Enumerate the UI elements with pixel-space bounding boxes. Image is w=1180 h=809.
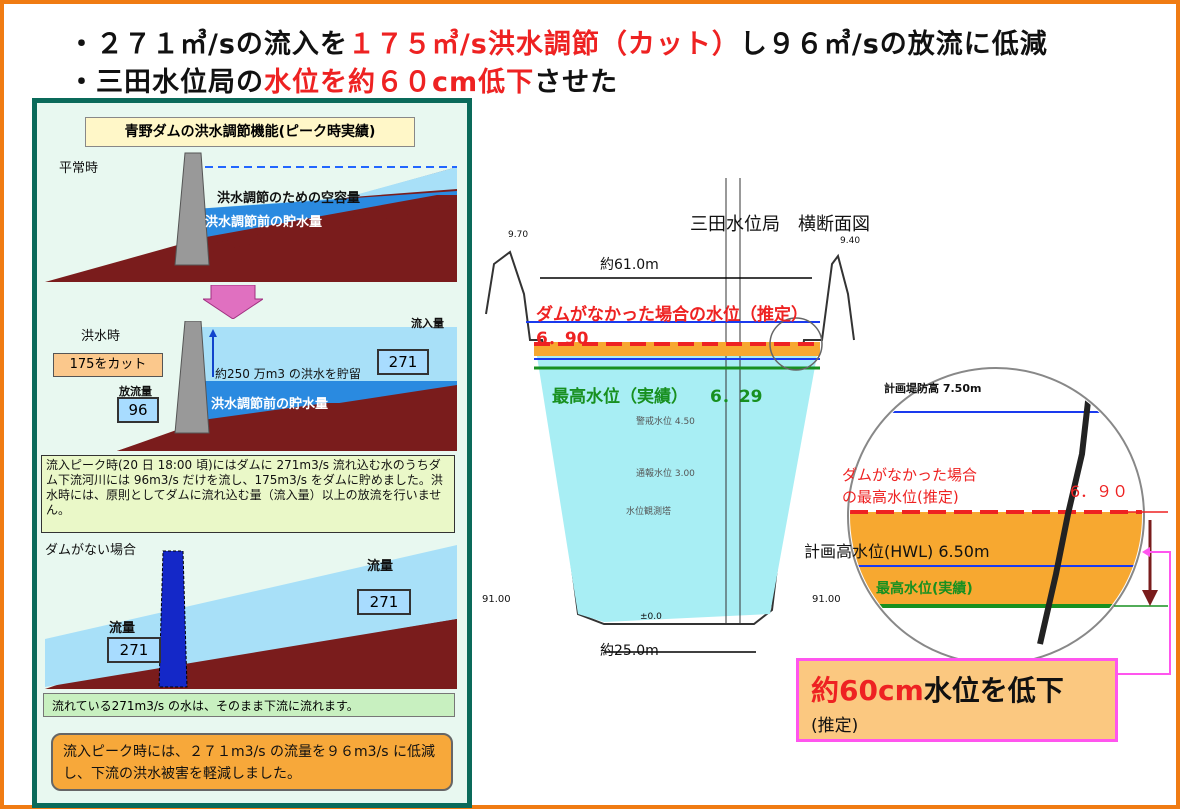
max-level-label: 最高水位（実績） [552, 387, 688, 407]
release-label: 放流量 [119, 385, 152, 398]
flood-dam-wall [174, 321, 210, 434]
no-dam-level-value: 6．90 [536, 329, 589, 349]
header-line-1-red: １７５㎥/s洪水調節（カット） [347, 29, 740, 60]
flood-storage-label: 洪水調節前の貯水量 [211, 397, 329, 412]
header-line-2-red: 水位を約６０cm低下 [264, 67, 535, 98]
ground-left-label: 91.00 [482, 594, 511, 605]
gauge-tower-label: 水位観測塔 [626, 507, 672, 517]
estimate-band [534, 342, 820, 356]
result-callout: 約60cm水位を低下 (推定) [796, 658, 1118, 742]
zoom-no-dam-value: 6．９０ [1070, 482, 1129, 501]
no-dam-label: ダムがない場合 [45, 543, 137, 558]
ground-right-label: 91.00 [812, 594, 841, 605]
flow-label-left: 流量 [109, 621, 136, 636]
transition-arrow-icon [203, 285, 263, 319]
flow-label-right: 流量 [367, 559, 394, 574]
normal-space-label: 洪水調節のための空容量 [217, 191, 361, 206]
zoom-bank-slope [1037, 383, 1093, 645]
normal-time-diagram [45, 152, 457, 282]
zoom-source-circle [769, 317, 823, 371]
callout-main-rest: 水位を低下 [923, 674, 1064, 707]
center-mark: ±0.0 [640, 612, 662, 622]
peak-explanation-text: 流入ピーク時(20 日 18:00 頃)にはダムに 271m3/s 流れ込む水の… [41, 455, 455, 533]
header-line-2-a: ・三田水位局の [68, 67, 264, 98]
flood-store-label: 約250 万m3 の洪水を貯留 [215, 367, 361, 381]
zoom-hwl-label: 計画高水位(HWL) 6.50m [804, 542, 990, 561]
cross-section-title: 三田水位局 横断面図 [690, 214, 870, 235]
zoom-max-label: 最高水位(実績) [876, 581, 973, 597]
header-line-2-b: させた [534, 67, 619, 98]
normal-label: 平常時 [59, 161, 99, 176]
no-dam-ghost-dam [158, 550, 188, 688]
inflow-value-box: 271 [377, 349, 429, 375]
panel-title: 青野ダムの洪水調節機能(ピーク時実績) [85, 117, 415, 147]
scale-label-2: 通報水位 3.00 [636, 469, 695, 479]
flow-value-left: 271 [107, 637, 161, 663]
scale-label-1: 警戒水位 4.50 [636, 417, 695, 427]
zoom-detail-diagram [847, 367, 1168, 664]
left-bank-mark: 9.70 [508, 230, 529, 240]
header-line-2: ・三田水位局の水位を約６０cm低下させた [68, 60, 618, 99]
zoom-levee-label: 計画堤防高 7.50m [884, 382, 982, 395]
no-dam-level-label: ダムがなかった場合の水位（推定） [536, 305, 808, 325]
channel-water [536, 350, 818, 622]
header-line-1-b: し９６㎥/sの放流に低減 [739, 29, 1048, 60]
callout-sub-text: (推定) [811, 716, 859, 736]
cut-amount-box: 175をカット [53, 353, 163, 377]
release-value-box: 96 [117, 397, 159, 423]
top-width-label: 約61.0m [600, 257, 659, 273]
callout-connector [1118, 547, 1171, 675]
max-level-value: 6．29 [710, 387, 763, 407]
channel-outline [485, 250, 855, 625]
zoom-no-dam-label-2: の最高水位(推定) [842, 488, 959, 506]
header-line-1-a: ・２７１㎥/sの流入を [68, 29, 348, 60]
callout-main-text: 約60cm水位を低下 [811, 669, 1064, 709]
normal-storage [195, 191, 457, 239]
cross-section-diagram [485, 178, 855, 653]
normal-dam-wall [174, 152, 210, 266]
bottom-width-label: 約25.0m [600, 643, 659, 659]
dam-function-panel: 青野ダムの洪水調節機能(ピーク時実績) 平常時 洪水調節のための空容量 洪水調節… [32, 98, 472, 808]
callout-red-part: 約60cm [811, 674, 924, 707]
zoom-no-dam-label-1: ダムがなかった場合 [842, 466, 978, 484]
zoom-estimate-band [850, 512, 1142, 608]
flood-time-diagram [117, 321, 457, 451]
header-line-1: ・２７１㎥/sの流入を１７５㎥/s洪水調節（カット）し９６㎥/sの放流に低減 [68, 22, 1048, 61]
flow-value-right: 271 [357, 589, 411, 615]
result-note: 流入ピーク時には、２７１m3/s の流量を９６m3/s に低減し、下流の洪水被害… [51, 733, 453, 791]
right-bank-mark: 9.40 [840, 236, 861, 246]
inflow-label: 流入量 [411, 317, 444, 330]
normal-storage-label: 洪水調節前の貯水量 [205, 215, 323, 230]
no-dam-note: 流れている271m3/s の水は、そのまま下流に流れます。 [43, 693, 455, 717]
flood-label: 洪水時 [81, 329, 121, 344]
